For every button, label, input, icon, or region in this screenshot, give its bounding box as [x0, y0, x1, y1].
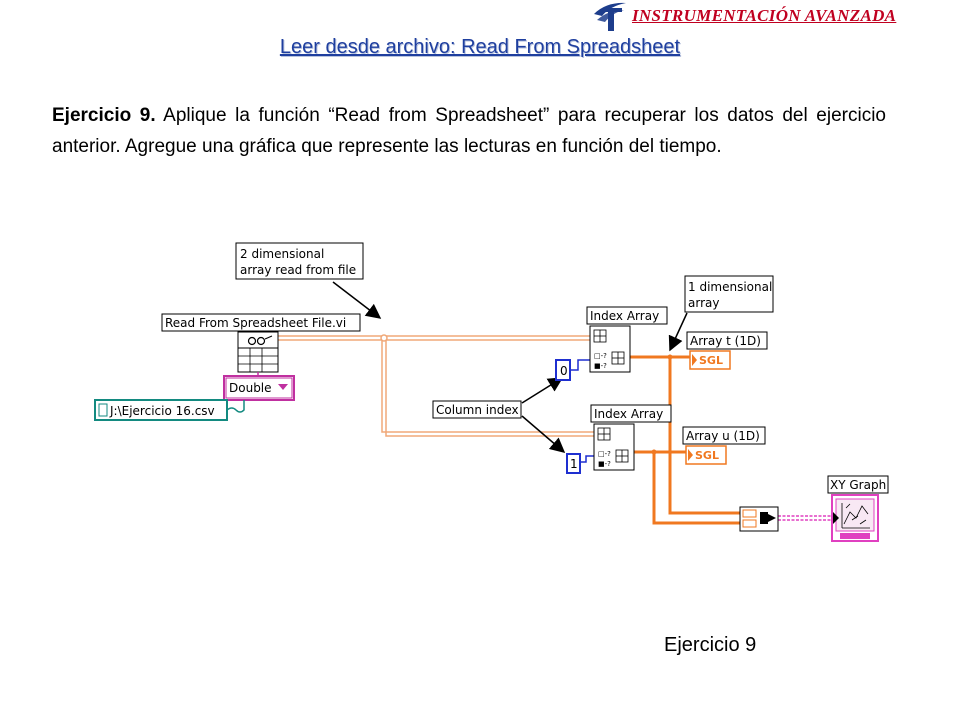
wire-index: [570, 359, 594, 463]
svg-text:■-?: ■-?: [598, 460, 611, 468]
file-path-value: J:\Ejercicio 16.csv: [109, 404, 215, 418]
chevron-down-icon: [278, 384, 288, 390]
index-constant-1[interactable]: 1: [566, 453, 581, 474]
callout-arrow-2d: [332, 281, 382, 319]
index-constant-0[interactable]: 0: [555, 359, 571, 381]
callout-arrow-index-0: [521, 377, 564, 404]
slide-title-wrap: Leer desde archivo: Read From Spreadshee…: [0, 36, 960, 59]
footer-label: Ejercicio 9: [664, 634, 757, 656]
callout-arrow-1d: [668, 312, 688, 352]
university-logo-icon: [594, 2, 626, 31]
exercise-paragraph: Ejercicio 9. Aplique la función “Read fr…: [52, 100, 886, 162]
callout-2d-line1: 2 dimensional: [240, 247, 324, 261]
wire-path: [226, 400, 245, 413]
callout-1d-line2: array: [688, 296, 719, 310]
file-path-constant[interactable]: J:\Ejercicio 16.csv: [94, 399, 228, 421]
svg-text:□-?: □-?: [598, 450, 611, 458]
type-selector-value: Double: [229, 381, 272, 395]
array-u-label: Array u (1D): [686, 429, 760, 443]
callout-1d-line1: 1 dimensional: [688, 280, 772, 294]
wire-junction-u: [651, 449, 657, 455]
array-u-type: SGL: [695, 449, 719, 462]
xy-graph-label: XY Graph: [830, 478, 886, 492]
callout-2d-line2: array read from file: [240, 263, 356, 277]
column-index-label: Column index: [436, 403, 519, 417]
type-selector[interactable]: Double: [223, 375, 295, 401]
graph-icon: [841, 503, 870, 529]
exercise-number: Ejercicio 9.: [52, 105, 156, 126]
array-u-indicator[interactable]: SGL: [685, 445, 727, 465]
callout-arrow-index-1: [521, 415, 566, 453]
index-array-1-icon[interactable]: □-? ■-?: [589, 325, 631, 373]
vi-label: Read From Spreadsheet File.vi: [165, 316, 346, 330]
index-array-2-label: Index Array: [594, 407, 663, 421]
wire-cluster: [778, 515, 832, 521]
exercise-text: Aplique la función “Read from Spreadshee…: [52, 105, 886, 157]
svg-text:□-?: □-?: [594, 352, 607, 360]
array-t-type: SGL: [699, 354, 723, 367]
wire-junction-t: [667, 354, 673, 360]
header: INSTRUMENTACIÓN AVANZADA: [592, 0, 952, 34]
slide-title: Leer desde archivo: Read From Spreadshee…: [279, 36, 681, 58]
read-spreadsheet-vi-icon[interactable]: [237, 331, 279, 373]
wire-junction: [380, 334, 388, 342]
svg-text:0: 0: [560, 364, 568, 378]
index-array-2-icon[interactable]: □-? ■-?: [593, 423, 635, 471]
wire-2d-array: [270, 335, 594, 437]
xy-graph-terminal[interactable]: [831, 494, 879, 542]
svg-text:■-?: ■-?: [594, 362, 607, 370]
svg-text:1: 1: [570, 457, 578, 471]
path-icon: [98, 403, 108, 417]
bundle-node[interactable]: [739, 506, 779, 532]
header-title: INSTRUMENTACIÓN AVANZADA: [632, 6, 897, 25]
array-t-label: Array t (1D): [690, 334, 761, 348]
index-array-1-label: Index Array: [590, 309, 659, 323]
array-t-indicator[interactable]: SGL: [689, 350, 731, 370]
